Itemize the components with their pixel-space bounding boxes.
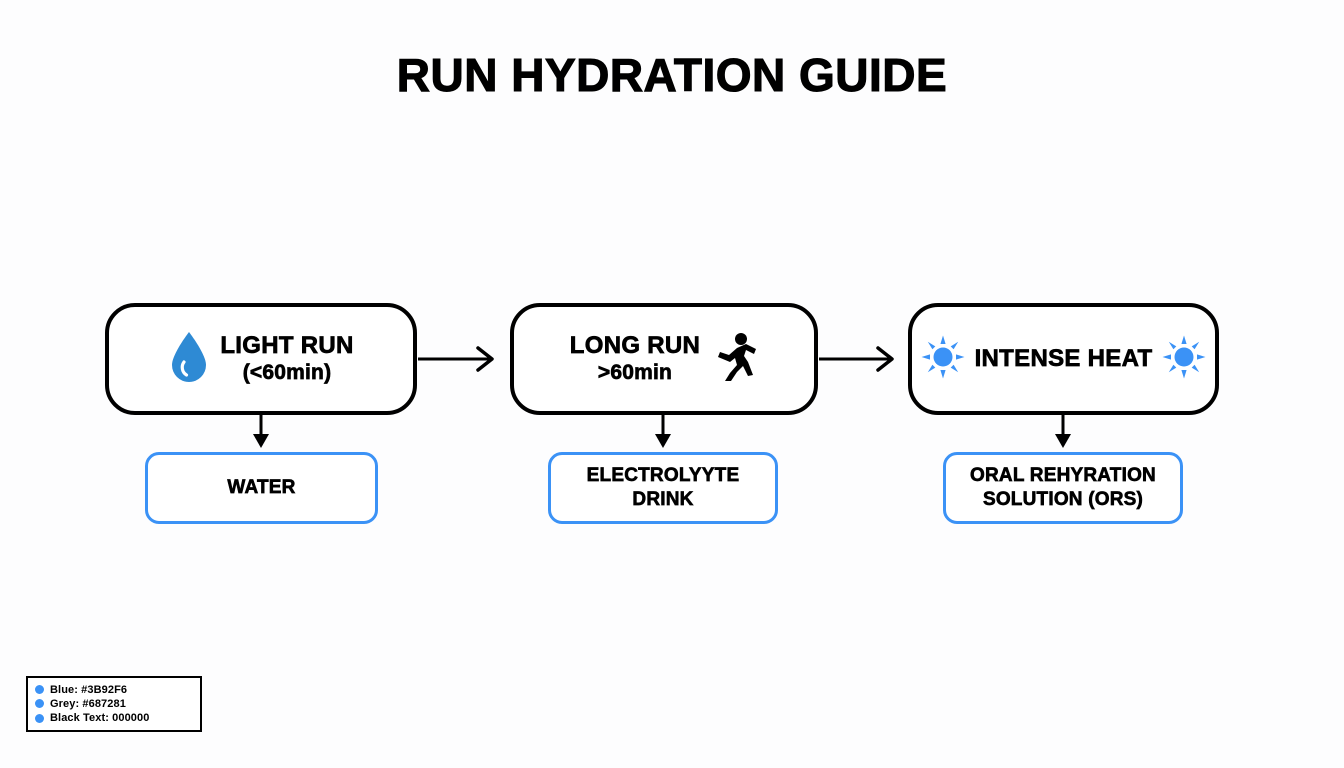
water-droplet-icon <box>168 330 210 389</box>
stage-label-line1: LONG RUN <box>569 332 701 360</box>
arrow-stage2-to-stage3 <box>819 346 894 372</box>
color-legend: Blue: #3B92F6 Grey: #687281 Black Text: … <box>26 676 202 732</box>
recommendation-label-electrolyte-drink: ELECTROLYYTE DRINK <box>586 464 740 512</box>
legend-item-label: Grey: #687281 <box>50 697 126 710</box>
legend-item-label: Black Text: 000000 <box>50 712 150 725</box>
sun-icon <box>921 335 965 384</box>
stage-label-intense-heat: INTENSE HEAT <box>974 344 1153 373</box>
recommendation-box-oral-rehydration-solution[interactable]: ORAL REHYRATION SOLUTION (ORS) <box>943 452 1183 524</box>
legend-bullet-icon <box>35 685 44 695</box>
recommendation-label-oral-rehydration-solution: ORAL REHYRATION SOLUTION (ORS) <box>970 464 1156 512</box>
running-person-icon <box>710 331 758 388</box>
arrow-stage2-to-electrolyte <box>655 415 671 448</box>
recommendation-box-electrolyte-drink[interactable]: ELECTROLYYTE DRINK <box>548 452 778 524</box>
legend-item-label: Blue: #3B92F6 <box>50 683 128 696</box>
legend-bullet-icon <box>35 699 44 709</box>
stage-label-line2: >60min <box>597 360 673 384</box>
legend-bullet-icon <box>35 713 44 723</box>
stage-box-light-run[interactable]: LIGHT RUN (<60min) <box>105 303 417 415</box>
arrow-stage1-to-water <box>253 415 269 448</box>
stage-box-long-run[interactable]: LONG RUN >60min <box>510 303 818 415</box>
recommendation-label-line1: ORAL REHYRATION <box>970 465 1156 487</box>
recommendation-label-line2: DRINK <box>632 489 694 511</box>
arrow-stage3-to-ors <box>1055 415 1071 448</box>
page-title: RUN HYDRATION GUIDE <box>396 48 948 101</box>
recommendation-box-water[interactable]: WATER <box>145 452 378 524</box>
recommendation-label-water: WATER <box>227 476 296 500</box>
stage-label-line1: LIGHT RUN <box>220 332 354 360</box>
stage-box-intense-heat[interactable]: INTENSE HEAT <box>908 303 1219 415</box>
recommendation-label-line1: ELECTROLYYTE <box>586 465 740 487</box>
legend-item: Blue: #3B92F6 <box>35 683 193 696</box>
arrow-stage1-to-stage2 <box>418 346 494 372</box>
legend-item: Black Text: 000000 <box>35 712 193 725</box>
recommendation-label-line1: WATER <box>227 477 296 499</box>
sun-icon <box>1162 335 1206 384</box>
stage-label-long-run: LONG RUN >60min <box>569 332 701 385</box>
stage-label-light-run: LIGHT RUN (<60min) <box>220 332 354 385</box>
legend-item: Grey: #687281 <box>35 697 193 710</box>
stage-label-line2: (<60min) <box>242 360 332 384</box>
recommendation-label-line2: SOLUTION (ORS) <box>982 489 1144 511</box>
stage-label-line1: INTENSE HEAT <box>974 344 1153 372</box>
